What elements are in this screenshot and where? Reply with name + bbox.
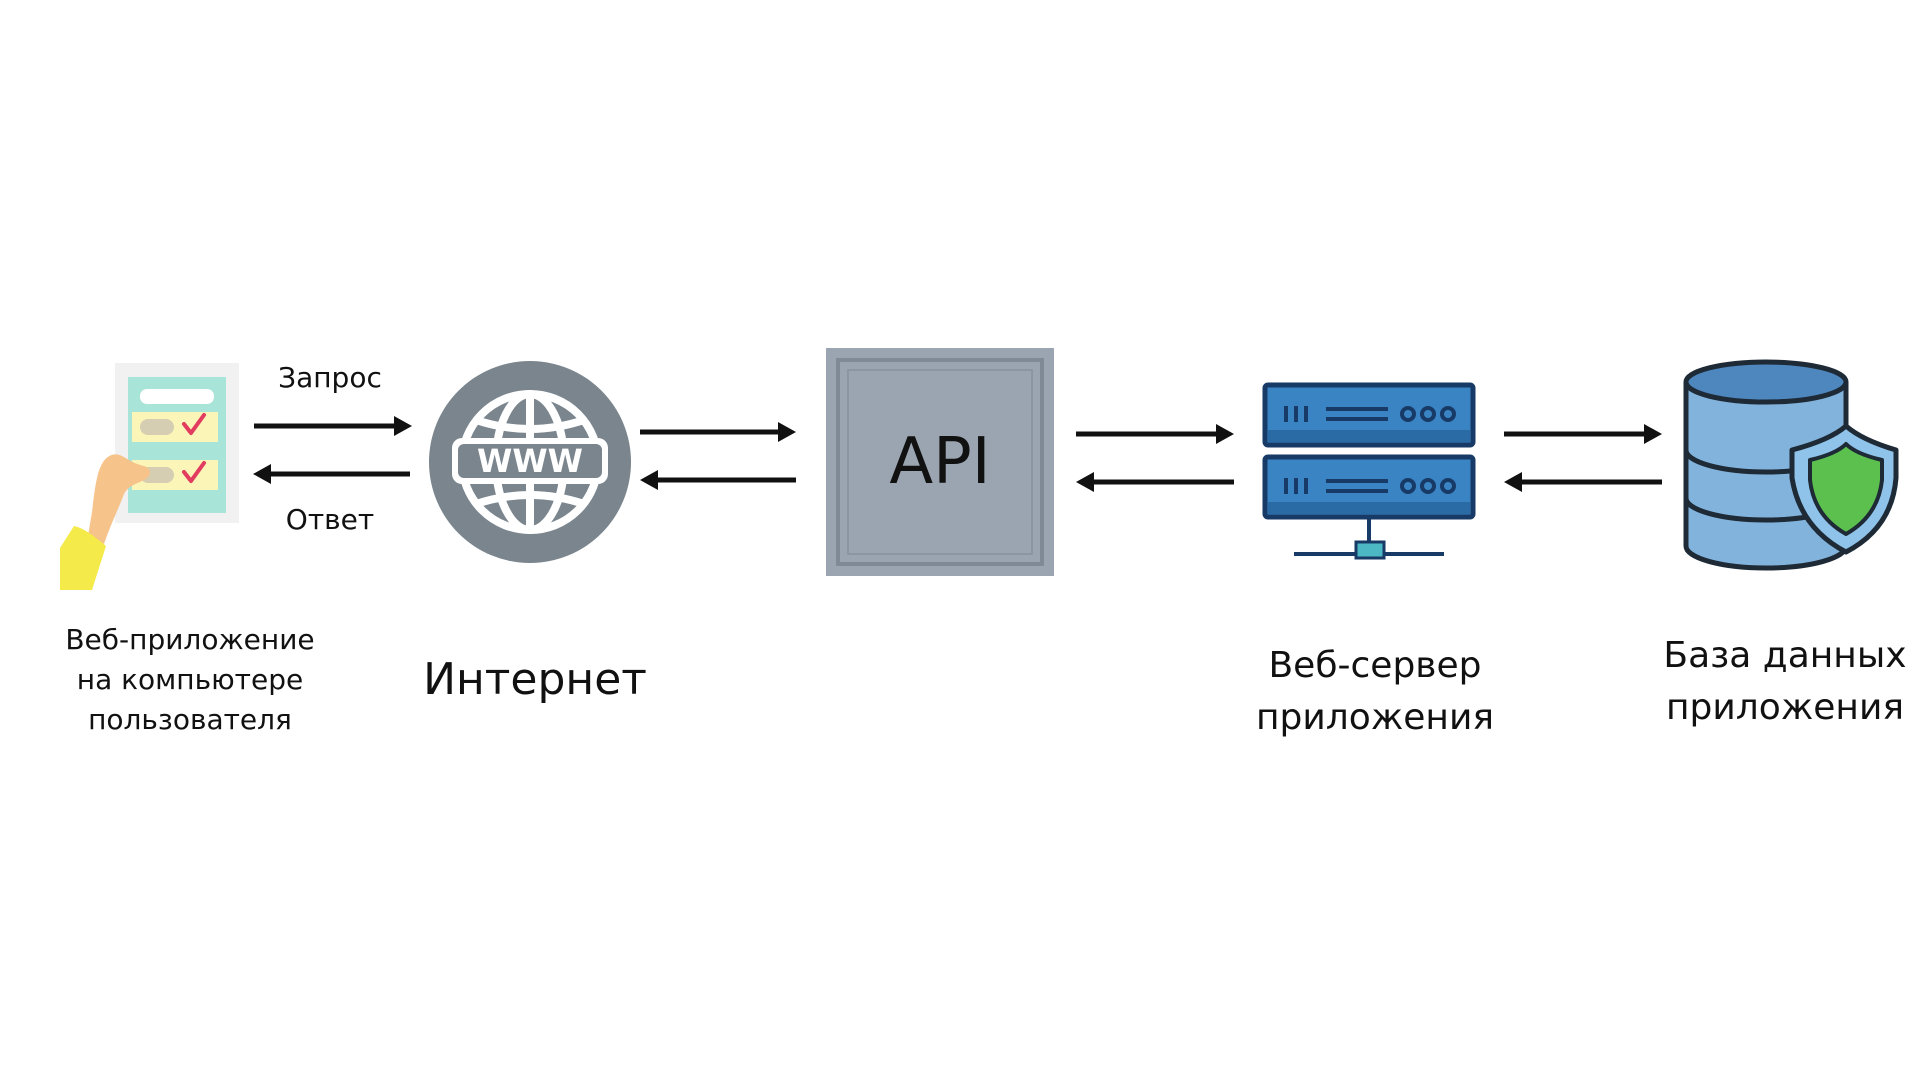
webserver-label-line1: Веб-сервер: [1268, 645, 1482, 686]
webserver-to-api-arrow: [1076, 472, 1234, 492]
request-arrow: [254, 416, 412, 436]
database-label-line1: База данных: [1663, 635, 1907, 676]
hand-holding-tablet-icon: [60, 363, 239, 590]
api-to-internet-arrow: [640, 470, 796, 490]
database-label-line2: приложения: [1666, 687, 1904, 728]
database-to-webserver-arrow: [1504, 472, 1662, 492]
database-shield-icon: [1683, 359, 1899, 571]
server-rack-icon: [1262, 382, 1476, 560]
request-label: Запрос: [278, 361, 382, 394]
globe-www-icon: WWW: [429, 361, 631, 563]
response-arrow: [253, 464, 410, 484]
client-label-line2: на компьютере: [76, 663, 304, 696]
svg-text:WWW: WWW: [477, 442, 583, 480]
webserver-label-line2: приложения: [1256, 697, 1494, 738]
client-label-line3: пользователя: [88, 703, 292, 736]
api-box: API: [826, 348, 1054, 576]
response-label: Ответ: [285, 503, 375, 536]
internet-to-api-arrow: [640, 422, 796, 442]
api-label: API: [889, 425, 991, 499]
client-label-line1: Веб-приложение: [65, 623, 315, 656]
api-to-webserver-arrow: [1076, 424, 1234, 444]
webserver-to-database-arrow: [1504, 424, 1662, 444]
internet-label: Интернет: [423, 654, 647, 705]
